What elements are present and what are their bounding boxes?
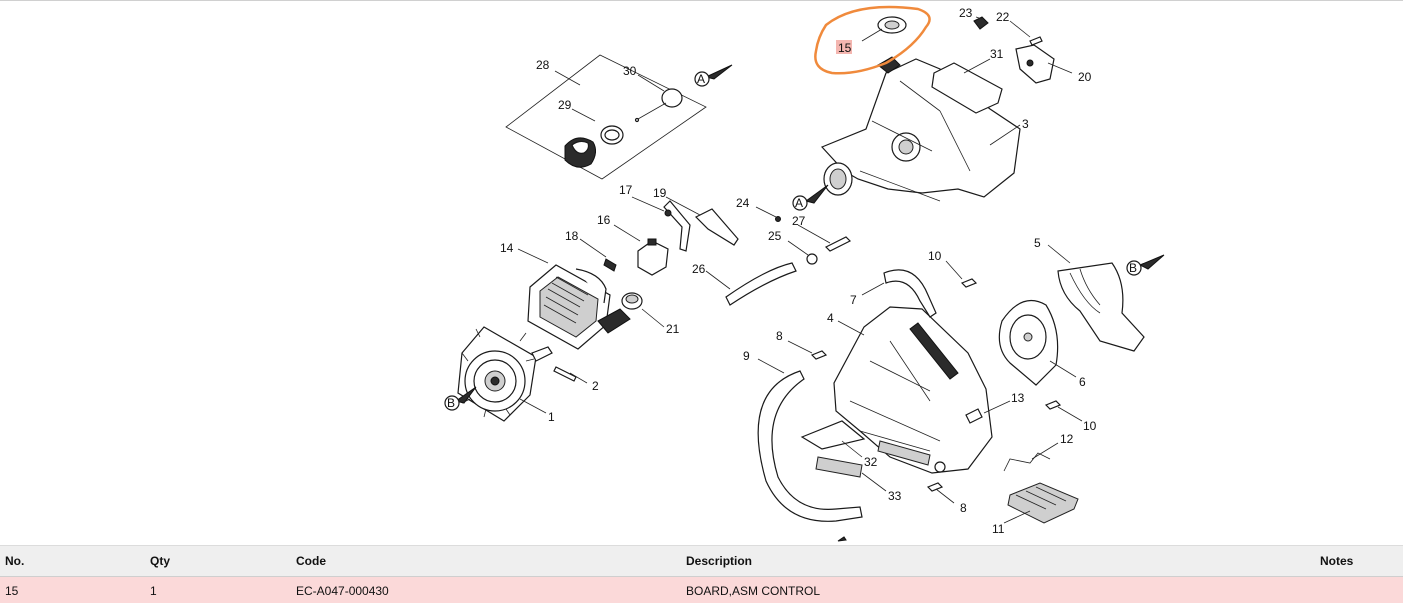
callout-1[interactable]: 1 (548, 410, 555, 424)
parts-table: No. Qty Code Description Notes 15 1 EC-A… (0, 545, 1403, 603)
part-14-housing (527, 264, 631, 350)
callout-17[interactable]: 17 (619, 183, 633, 197)
diagram-canvas: A A B B 1 2 3 4 5 6 7 8 (444, 5, 1165, 542)
column-header-notes[interactable]: Notes (1315, 545, 1403, 577)
section-marker: A (795, 196, 803, 210)
callout-32[interactable]: 32 (864, 455, 878, 469)
callout-23[interactable]: 23 (959, 6, 973, 20)
callout-9[interactable]: 9 (743, 349, 750, 363)
callout-4[interactable]: 4 (827, 311, 834, 325)
callout-30[interactable]: 30 (623, 64, 637, 78)
part-3-upper-housing (820, 56, 1021, 202)
part-5-shroud (1057, 262, 1145, 352)
callout-highlight (814, 5, 931, 75)
part-9-handle (757, 370, 863, 522)
parts-32-33 (800, 420, 866, 478)
small-parts-mid (810, 269, 1062, 492)
callout-10[interactable]: 10 (928, 249, 942, 263)
parts-11-12 (1003, 452, 1079, 524)
table-row[interactable]: 15 1 EC-A047-000430 BOARD,ASM CONTROL (0, 576, 1403, 603)
section-markers: A A B B (444, 71, 1142, 411)
table-header-row: No. Qty Code Description Notes (0, 545, 1403, 577)
part-15-control-board (877, 16, 907, 34)
callout-11[interactable]: 11 (992, 522, 1005, 536)
callout-13[interactable]: 13 (1011, 391, 1025, 405)
part-1-motor (457, 326, 553, 422)
cell-no: 15 (0, 576, 145, 603)
callout-5[interactable]: 5 (1034, 236, 1041, 250)
callout-18[interactable]: 18 (565, 229, 579, 243)
section-marker: B (447, 396, 455, 410)
part-6-cover (998, 300, 1059, 386)
callout-6[interactable]: 6 (1079, 375, 1086, 389)
cell-description: BOARD,ASM CONTROL (681, 576, 1315, 603)
column-header-code[interactable]: Code (291, 545, 681, 577)
column-header-qty[interactable]: Qty (145, 545, 291, 577)
callout-21[interactable]: 21 (666, 322, 680, 336)
part-group-28 (505, 54, 707, 180)
cell-qty: 1 (145, 576, 291, 603)
callout-29[interactable]: 29 (558, 98, 572, 112)
callout-3[interactable]: 3 (1022, 117, 1029, 131)
callout-19[interactable]: 19 (653, 186, 667, 200)
exploded-parts-diagram: A A B B 1 2 3 4 5 6 7 8 (0, 0, 1403, 542)
callout-22[interactable]: 22 (996, 10, 1010, 24)
callout-27[interactable]: 27 (792, 214, 806, 228)
small-parts (553, 200, 852, 382)
column-header-description[interactable]: Description (681, 545, 1315, 577)
callout-26[interactable]: 26 (692, 262, 706, 276)
small-parts-top (931, 16, 1055, 114)
cell-notes (1315, 576, 1403, 603)
callout-8[interactable]: 8 (960, 501, 967, 515)
callout-7[interactable]: 7 (850, 293, 857, 307)
callout-33[interactable]: 33 (888, 489, 902, 503)
callout-24[interactable]: 24 (736, 196, 750, 210)
callout-2[interactable]: 2 (592, 379, 599, 393)
section-marker: A (697, 72, 705, 86)
column-header-no[interactable]: No. (0, 545, 145, 577)
diagram-edge-mark (837, 536, 847, 542)
callout-14[interactable]: 14 (500, 241, 514, 255)
leader-lines (517, 16, 1083, 524)
callout-labels: 1 2 3 4 5 6 7 8 8 9 10 10 11 12 13 14 15… (500, 6, 1097, 536)
section-marker: B (1129, 261, 1137, 275)
callout-31[interactable]: 31 (990, 47, 1004, 61)
callout-20[interactable]: 20 (1078, 70, 1092, 84)
callout-15[interactable]: 15 (838, 41, 852, 55)
callout-10[interactable]: 10 (1083, 419, 1097, 433)
callout-16[interactable]: 16 (597, 213, 611, 227)
callout-25[interactable]: 25 (768, 229, 782, 243)
section-arrows (454, 64, 1165, 404)
part-4-lower-housing (833, 306, 993, 474)
callout-8[interactable]: 8 (776, 329, 783, 343)
cell-code: EC-A047-000430 (291, 576, 681, 603)
callout-12[interactable]: 12 (1060, 432, 1074, 446)
callout-28[interactable]: 28 (536, 58, 550, 72)
